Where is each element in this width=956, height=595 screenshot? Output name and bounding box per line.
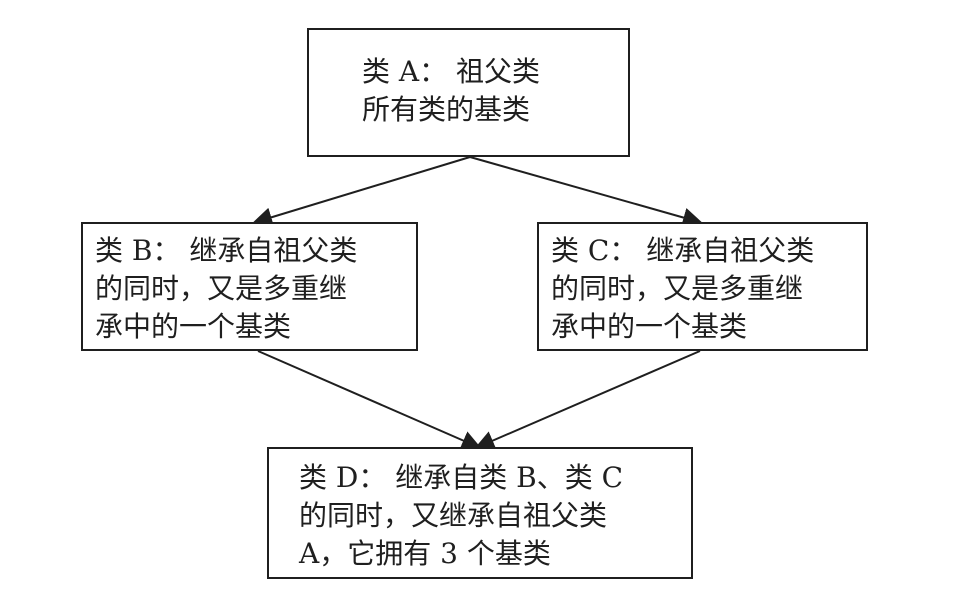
arrow-c-to-d xyxy=(474,350,701,450)
class-d-line-1: 类 D： 继承自类 B、类 C xyxy=(299,461,624,494)
class-d-line-3: A，它拥有 3 个基类 xyxy=(299,537,551,570)
class-b-line-3: 承中的一个基类 xyxy=(95,310,292,343)
class-b-box: 类 B： 继承自祖父类 的同时，又是多重继 承中的一个基类 xyxy=(81,222,418,351)
arrow-b-to-d xyxy=(257,350,482,450)
class-c-line-1: 类 C： 继承自祖父类 xyxy=(551,234,815,267)
class-c-line-3: 承中的一个基类 xyxy=(551,310,748,343)
class-a-box: 类 A： 祖父类 所有类的基类 xyxy=(307,28,630,157)
class-c-box: 类 C： 继承自祖父类 的同时，又是多重继 承中的一个基类 xyxy=(537,222,868,351)
class-a-line-1: 类 A： 祖父类 xyxy=(362,55,541,88)
class-a-line-2: 所有类的基类 xyxy=(362,93,531,126)
class-b-line-1: 类 B： 继承自祖父类 xyxy=(95,234,358,267)
class-d-line-2: 的同时，又继承自祖父类 xyxy=(299,499,608,532)
class-d-box: 类 D： 继承自类 B、类 C 的同时，又继承自祖父类 A，它拥有 3 个基类 xyxy=(267,447,693,579)
arrow-a-to-b xyxy=(252,156,471,227)
arrow-a-to-c xyxy=(469,156,703,228)
class-b-line-2: 的同时，又是多重继 xyxy=(95,272,348,305)
class-c-line-2: 的同时，又是多重继 xyxy=(551,272,804,305)
